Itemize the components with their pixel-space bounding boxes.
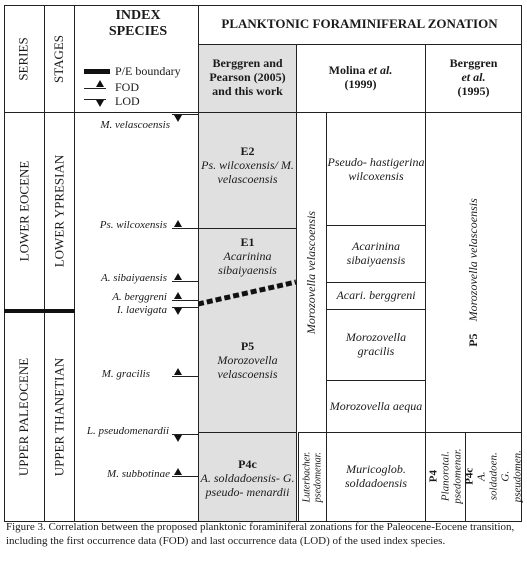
b2005-line-p5-p4c [198,432,296,433]
frame-top [4,5,522,6]
molina-line-3 [326,309,425,310]
molina-zone-acarinina-sibaiyaensis: Acarinina sibaiyaensis [346,239,406,267]
legend-pe-swatch [84,69,110,74]
species-line-5 [172,307,198,308]
divider-molina-b1995 [425,44,426,521]
molina-zone-luterbacheri: Luterbacher. psedomenar. [301,451,323,502]
lod-triangle-icon [174,435,182,442]
species-a-sibaiyaensis: A. sibaiyaensis [101,272,167,284]
b1995-line [425,432,521,433]
molina-line-2 [326,282,425,283]
legend-lod-line [84,99,106,100]
divider-stages-species [74,5,75,521]
fod-triangle-icon [174,368,182,375]
divider-series-stages [44,5,45,521]
zonation-header: PLANKTONIC FORAMINIFERAL ZONATION [221,15,498,31]
molina-line-5 [298,432,425,433]
species-line-3 [172,281,198,282]
b1995-zone-p5: P5 Morozovella velascoensis [466,197,481,347]
stage-upper-thanetian: UPPER THANETIAN [51,357,67,477]
molina-zone-acari-berggreni: Acari. berggreni [336,288,416,303]
species-m-subbotinae: M. subbotinae [107,468,170,480]
series-lower-eocene: LOWER EOCENE [16,160,32,262]
lod-triangle-icon [174,308,182,315]
legend-pe-label: P/E boundary [115,64,181,78]
zone-p5: P5 Morozovella velascoensis [217,339,278,381]
figure-caption: Figure 3. Correlation between the propos… [6,521,515,548]
index-species-header: INDEX SPECIES [108,7,168,39]
species-line-6 [172,376,198,377]
stages-header: STAGES [51,34,67,83]
b2005-column-shade [199,44,296,522]
species-ps-wilcoxensis: Ps. wilcoxensis [99,219,167,231]
frame-bottom [4,521,522,522]
molina-vert-div-1 [326,112,327,521]
species-m-velascoensis: M. velascoensis [100,119,170,131]
molina-line-1 [326,225,425,226]
molina-zone-morozovella-aequa: Morozovella aequa [329,398,423,413]
molina-zone-pseudohastigerina: Pseudo- hastigerina wilcoxensis [327,155,425,183]
molina-zone-morozovella-gracilis: Morozovella gracilis [345,330,407,358]
pe-boundary-dashed-diagonal [198,279,297,307]
molina-zone-m-velascoensis: Morozovella velascoensis [304,210,319,334]
species-line-4 [172,300,198,301]
divider-b2005-molina [296,44,297,521]
pe-boundary-line [4,309,75,313]
zone-e2: E2 Ps. wilcoxensis/ M. velascoensis [201,144,294,186]
species-line-8 [172,476,198,477]
molina-line-4 [326,380,425,381]
lod-triangle-icon [174,115,182,122]
molina-zone-muricoglob: Muricoglob. soldadoensis [344,462,407,490]
fod-triangle-icon [174,273,182,280]
zone-p4c: P4c A. soldadoensis- G. pseudo- menardii [200,457,295,499]
legend-fod-triangle-icon [96,80,104,87]
fod-triangle-icon [174,220,182,227]
species-line-2 [172,228,198,229]
species-i-laevigata: I. laevigata [116,304,167,316]
zonation-header-line [198,44,521,45]
fod-triangle-icon [174,292,182,299]
molina-header: Molina et al.(1999) [328,63,393,91]
header-bottom-line [4,112,522,113]
frame-right [521,5,522,521]
species-l-pseudomenardii: L. pseudomenardii [86,425,169,437]
species-a-berggreni: A. berggreni [112,291,167,303]
series-upper-paleocene: UPPER PALEOCENE [16,357,32,477]
stage-lower-ypresian: LOWER YPRESIAN [51,154,67,268]
molina-vert-div-2 [298,432,299,521]
zone-e1: E1 Acarinina sibaiyaensis [218,235,277,277]
fod-triangle-icon [174,468,182,475]
b2005-line-e2-e1 [198,228,296,229]
b2005-header: Berggren and Pearson (2005) and this wor… [209,56,286,98]
legend-fod-label: FOD [115,80,140,94]
species-line-1 [172,114,198,115]
series-header: SERIES [16,36,31,81]
species-m-gracilis: M. gracilis [101,368,150,380]
legend-lod-label: LOD [115,94,140,108]
divider-species-zonation [198,5,199,521]
b1995-vert-div [465,432,466,521]
species-line-7 [172,434,198,435]
frame-left [4,5,5,521]
legend-fod-line [84,88,106,89]
legend-lod-triangle-icon [96,100,104,107]
